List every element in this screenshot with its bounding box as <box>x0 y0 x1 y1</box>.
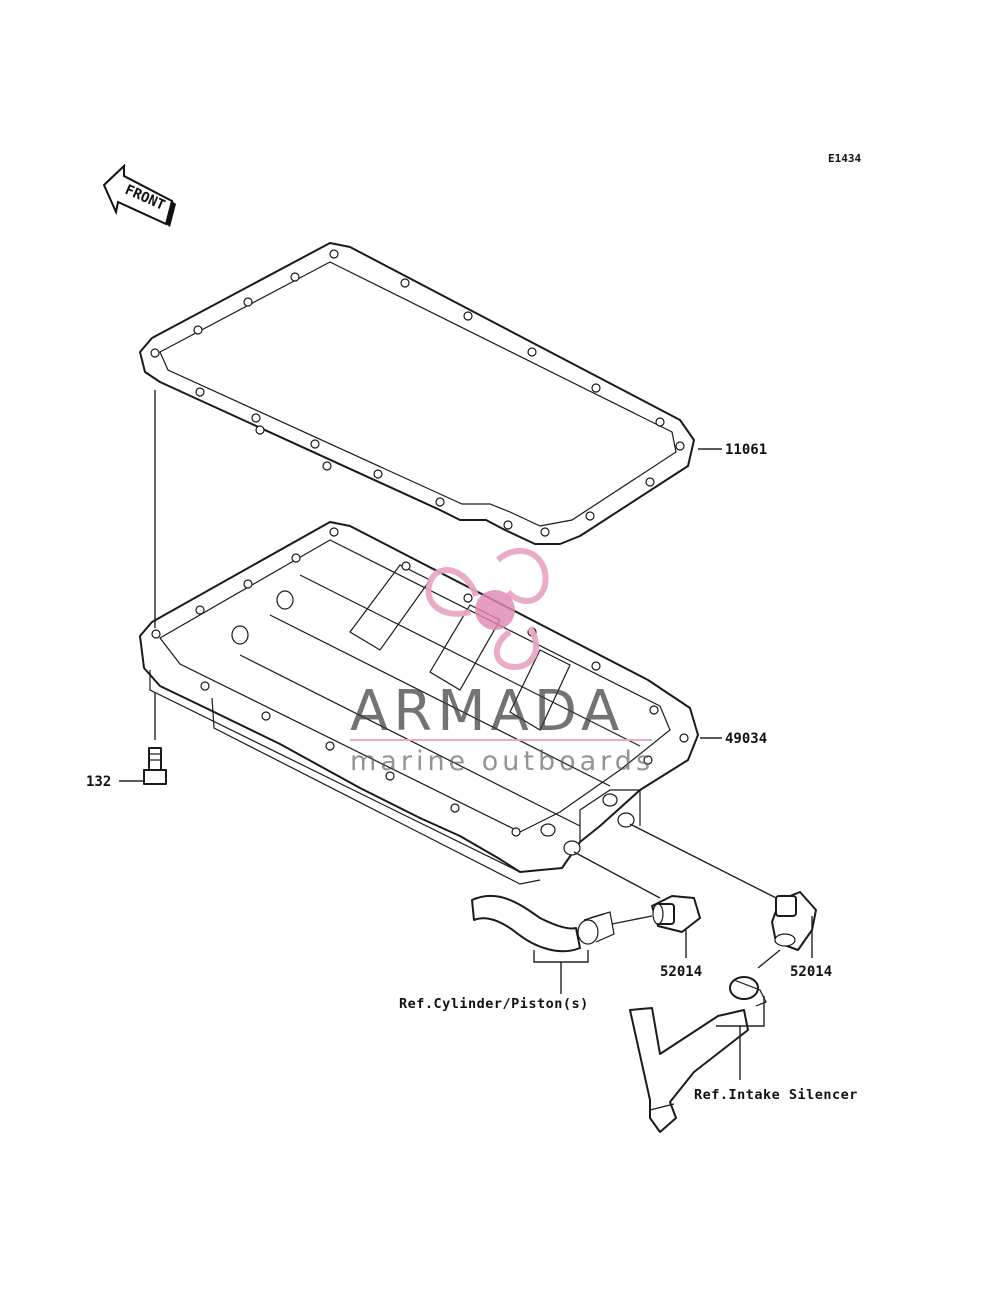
pan-bolt-hole <box>151 629 161 639</box>
pan-bolt-hole <box>200 681 210 691</box>
pan-bolt-hole <box>325 741 335 751</box>
intake-hose <box>629 1007 749 1133</box>
cylinder-ref-bracket <box>533 950 589 994</box>
pan-bolt-hole <box>401 561 411 571</box>
armada-logo-watermark: ARMADA marine outboards <box>350 547 654 777</box>
label-11061: 11061 <box>725 442 767 458</box>
gasket-bolt-hole <box>585 511 595 521</box>
gasket-bolt-hole <box>540 527 550 537</box>
diagram-code: E1434 <box>828 152 861 165</box>
label-49034: 49034 <box>725 731 767 747</box>
gasket-bolt-hole <box>195 387 205 397</box>
label-52014-right: 52014 <box>790 964 832 980</box>
gasket-bolt-hole <box>243 297 253 307</box>
pan-bolt-hole <box>261 711 271 721</box>
gasket-bolt-hole <box>463 311 473 321</box>
ref-cylinder-label: Ref.Cylinder/Piston(s) <box>399 996 589 1012</box>
pan-bolt <box>143 390 167 785</box>
label-132: 132 <box>86 774 111 790</box>
gasket-bolt-hole <box>255 425 265 435</box>
gasket-bolt-hole <box>527 347 537 357</box>
oil-pan-gasket <box>139 242 695 545</box>
pan-bolt-hole <box>649 705 659 715</box>
gasket-bolt-hole <box>645 477 655 487</box>
front-arrow-icon: FRONT <box>102 163 176 227</box>
gasket-bolt-hole <box>655 417 665 427</box>
hose-clamp-right <box>729 976 767 1007</box>
pan-bolt-hole <box>591 661 601 671</box>
gasket-bolt-hole <box>251 413 261 423</box>
pan-bolt-hole <box>195 605 205 615</box>
gasket-bolt-hole <box>435 497 445 507</box>
pan-bolt-hole <box>450 803 460 813</box>
propeller-logo-icon <box>425 547 549 670</box>
pan-bolt-hole <box>463 593 473 603</box>
gasket-bolt-hole <box>150 348 160 358</box>
gasket-bolt-hole <box>322 461 332 471</box>
elbow-fitting-right <box>757 891 817 969</box>
gasket-bolt-hole <box>373 469 383 479</box>
ref-intake-label: Ref.Intake Silencer <box>694 1087 858 1103</box>
pan-bolt-hole <box>643 755 653 765</box>
pan-bolt-hole <box>243 579 253 589</box>
pan-bolt-hole <box>329 527 339 537</box>
gasket-bolt-hole <box>503 520 513 530</box>
breather-hose-left <box>471 894 615 953</box>
gasket-bolt-hole <box>290 272 300 282</box>
gasket-bolt-hole <box>400 278 410 288</box>
watermark-tagline: marine outboards <box>350 746 654 777</box>
pan-bolt-hole <box>291 553 301 563</box>
pan-bolt-hole <box>679 733 689 743</box>
gasket-bolt-hole <box>310 439 320 449</box>
gasket-bolt-hole <box>591 383 601 393</box>
label-52014-left: 52014 <box>660 964 702 980</box>
watermark-brand: ARMADA <box>350 679 624 744</box>
gasket-bolt-hole <box>329 249 339 259</box>
intake-ref-bracket <box>716 996 765 1080</box>
elbow-fitting-left <box>611 895 701 958</box>
pan-bolt-hole <box>511 827 521 837</box>
gasket-bolt-hole <box>675 441 685 451</box>
pan-bolt-hole <box>385 771 395 781</box>
gasket-bolt-hole <box>193 325 203 335</box>
